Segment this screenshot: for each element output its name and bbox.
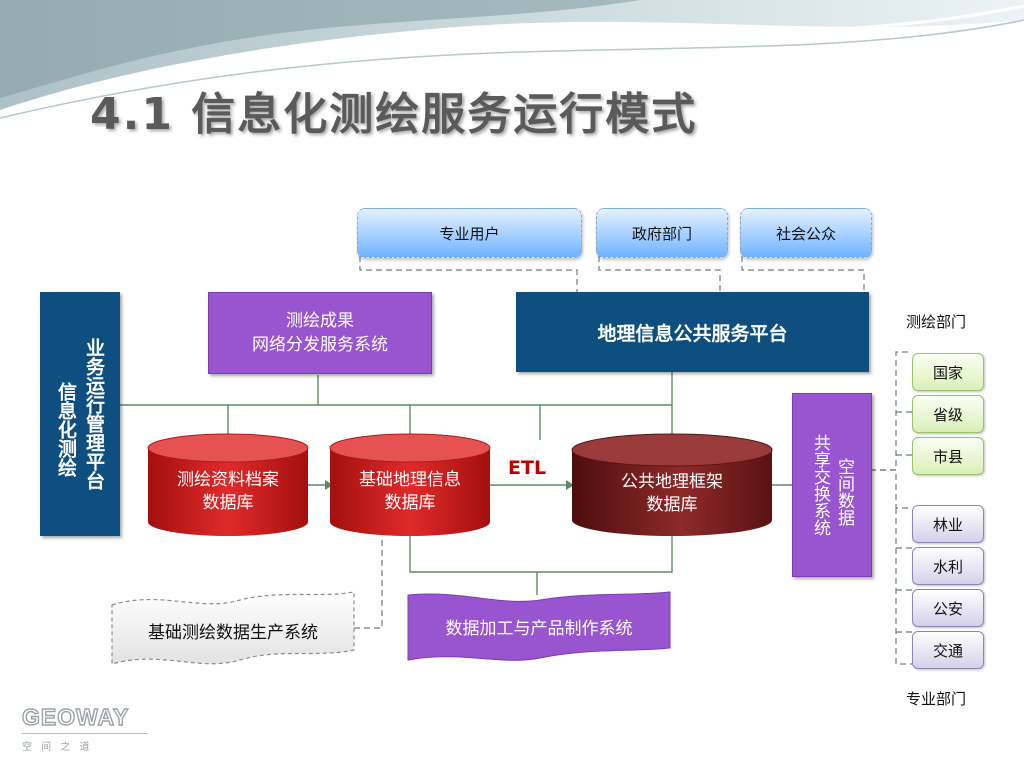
dept-transport-label: 交通 (932, 641, 963, 660)
processing-system-shape (407, 591, 671, 661)
level-national-label: 国家 (932, 363, 963, 382)
dept-police-box: 公安 (912, 589, 984, 627)
header-wave-decoration (0, 0, 1024, 119)
level-province-box: 省级 (912, 395, 984, 433)
framework-db-line2: 数据库 (646, 495, 698, 515)
dept-water-label: 水利 (932, 557, 963, 576)
exchange-system-box: 空间数据 共享交换系统 (792, 393, 872, 577)
dept-forestry-label: 林业 (932, 515, 963, 534)
public-user-label: 社会公众 (775, 224, 836, 243)
government-user-label: 政府部门 (631, 224, 692, 243)
dept-police-label: 公安 (932, 599, 963, 618)
dept-transport-box: 交通 (912, 631, 984, 669)
government-user-box: 政府部门 (596, 208, 728, 258)
dept-forestry-box: 林业 (912, 505, 984, 543)
dept-water-box: 水利 (912, 547, 984, 585)
basic-db-cylinder (329, 433, 491, 536)
professional-user-label: 专业用户 (439, 224, 500, 243)
management-platform-line2: 信息化测绘 (55, 382, 77, 477)
framework-db-line1: 公共地理框架 (621, 472, 723, 492)
management-platform-line1: 业务运行管理平台 (83, 338, 105, 490)
logo-wordmark: GEOWAY (21, 703, 130, 730)
professional-user-box: 专业用户 (357, 208, 582, 258)
production-system-label: 基础测绘数据生产系统 (148, 622, 318, 643)
distribution-system-line1: 测绘成果 (286, 311, 354, 331)
etl-label: ETL (508, 457, 547, 479)
pro-dept-label: 专业部门 (906, 690, 967, 708)
archive-db-label: 测绘资料档案 数据库 (148, 464, 308, 520)
framework-db-label: 公共地理框架 数据库 (572, 466, 772, 522)
archive-db-line2: 数据库 (202, 493, 254, 513)
processing-system-label: 数据加工与产品制作系统 (445, 618, 633, 639)
page-title: 4.1 信息化测绘服务运行模式 (90, 89, 698, 140)
framework-db-cylinder (571, 433, 773, 536)
archive-db-cylinder (147, 433, 309, 536)
level-city-county-box: 市县 (912, 437, 984, 475)
basic-db-label: 基础地理信息 数据库 (330, 464, 490, 520)
management-platform-panel: 业务运行管理平台 信息化测绘 (40, 292, 120, 536)
logo-tagline: 空 间 之 道 (22, 733, 148, 753)
level-province-label: 省级 (932, 405, 963, 424)
basic-db-line1: 基础地理信息 (359, 470, 461, 490)
exchange-system-line2: 空间数据 (834, 458, 854, 526)
public-user-box: 社会公众 (740, 208, 872, 258)
geoway-logo: GEOWAY 空 间 之 道 (21, 703, 148, 753)
distribution-system-box: 测绘成果 网络分发服务系统 (208, 292, 432, 374)
survey-dept-label: 测绘部门 (906, 313, 967, 331)
distribution-system-line2: 网络分发服务系统 (252, 335, 388, 355)
basic-db-line2: 数据库 (384, 493, 436, 513)
level-city-county-label: 市县 (932, 447, 963, 466)
production-system-shape (111, 591, 355, 665)
exchange-system-line1: 共享交换系统 (810, 434, 830, 536)
public-service-platform-box: 地理信息公共服务平台 (516, 292, 869, 372)
public-service-platform-label: 地理信息公共服务平台 (597, 322, 788, 345)
archive-db-line1: 测绘资料档案 (177, 470, 279, 490)
level-national-box: 国家 (912, 353, 984, 391)
